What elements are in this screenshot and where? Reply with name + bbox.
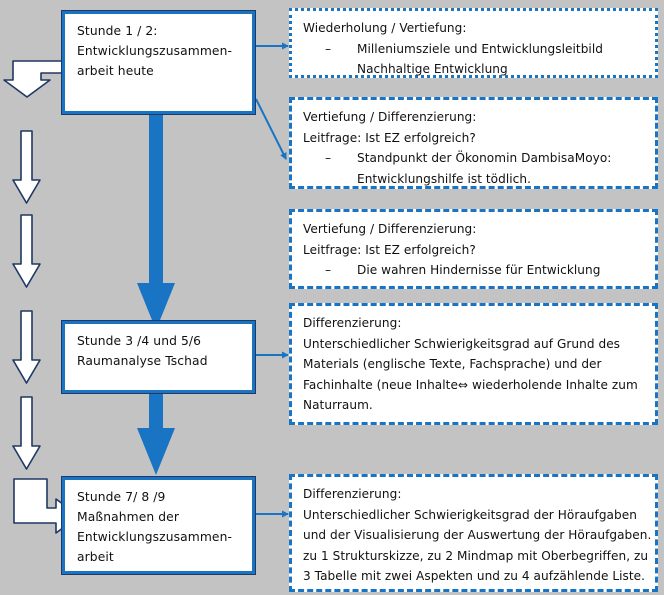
note-heading: Differenzierung: <box>303 316 402 330</box>
outline-arrow-down-2 <box>12 214 41 288</box>
note-heading: Vertiefung / Differenzierung: <box>303 222 477 236</box>
note-heading: Differenzierung: <box>303 487 402 501</box>
lesson-7-9-line-2: Maßnahmen der <box>77 509 179 524</box>
outline-arrow-down-4 <box>12 396 41 470</box>
thick-arrow-2-to-3 <box>137 394 175 475</box>
note-body-line-1: Unterschiedlicher Schwierigkeitsgrad auf… <box>303 336 621 351</box>
lesson-7-9-line-3: Entwicklungszusammen- <box>77 529 233 544</box>
note-bullet-continuation: Nachhaltige Entwicklung <box>357 62 508 77</box>
lesson-box-3-6[interactable]: Stunde 3 /4 und 5/6 Raumanalyse Tschad <box>61 320 256 394</box>
note-bullet-continuation: Entwicklungshilfe ist tödlich. <box>357 171 531 186</box>
thin-arrow-1b <box>255 98 287 160</box>
note-bullet-row: – Standpunkt der Ökonomin DambisaMoyo: <box>303 148 645 169</box>
note-box-differenzierung-material[interactable]: Differenzierung: Unterschiedlicher Schwi… <box>289 303 658 425</box>
note-subheading: Leitfrage: Ist EZ erfolgreich? <box>303 130 476 145</box>
bullet-dash-icon: – <box>325 41 332 56</box>
note-body-line-2: und der Visualisierung der Auswertung de… <box>303 528 652 543</box>
note-bullet-text: Die wahren Hindernisse für Entwicklung <box>357 263 601 278</box>
bullet-dash-icon: – <box>325 263 332 278</box>
note-box-vertiefung-hindernisse[interactable]: Vertiefung / Differenzierung: Leitfrage:… <box>289 209 658 289</box>
lesson-3-6-line-1: Stunde 3 /4 und 5/6 <box>77 334 202 348</box>
lesson-7-9-line-1: Stunde 7/ 8 /9 <box>77 490 166 504</box>
lesson-box-7-9[interactable]: Stunde 7/ 8 /9 Maßnahmen der Entwicklung… <box>61 476 256 575</box>
lesson-1-2-line-1: Stunde 1 / 2: <box>77 24 158 38</box>
lesson-1-2-line-2: Entwicklungszusammen- <box>77 43 233 58</box>
note-box-vertiefung-moyo[interactable]: Vertiefung / Differenzierung: Leitfrage:… <box>289 97 658 189</box>
note-bullet-row: – Die wahren Hindernisse für Entwicklung <box>303 260 645 281</box>
note-box-differenzierung-hoeraufgaben[interactable]: Differenzierung: Unterschiedlicher Schwi… <box>289 474 658 592</box>
note-body-line-2: Materials (englische Texte, Fachsprache)… <box>303 357 602 372</box>
elbow-arrow-down-top <box>3 60 64 98</box>
note-body-line-3: Fachinhalte (neue Inhalte⇔ wiederholende… <box>303 377 638 392</box>
note-heading: Vertiefung / Differenzierung: <box>303 110 477 124</box>
outline-arrow-down-1 <box>12 130 41 204</box>
thick-arrow-1-to-2 <box>137 114 175 330</box>
lesson-1-2-line-3: arbeit heute <box>77 63 154 78</box>
note-body-line-1: Unterschiedlicher Schwierigkeitsgrad der… <box>303 507 637 522</box>
note-subheading: Leitfrage: Ist EZ erfolgreich? <box>303 242 476 257</box>
lesson-7-9-line-4: arbeit <box>77 549 114 564</box>
note-heading: Wiederholung / Vertiefung: <box>303 21 467 35</box>
note-bullet-text: Milleniumsziele und Entwicklungsleitbild <box>357 41 603 56</box>
lesson-box-1-2[interactable]: Stunde 1 / 2: Entwicklungszusammen- arbe… <box>61 10 256 115</box>
note-box-wiederholung[interactable]: Wiederholung / Vertiefung: – Milleniumsz… <box>289 8 658 78</box>
outline-arrow-down-3 <box>12 310 41 384</box>
note-body-line-4: Naturraum. <box>303 398 373 413</box>
note-body-line-4: 3 Tabelle mit zwei Aspekten und zu 4 auf… <box>303 569 646 584</box>
lesson-3-6-line-2: Raumanalyse Tschad <box>77 353 208 368</box>
note-bullet-text: Standpunkt der Ökonomin DambisaMoyo: <box>357 151 612 166</box>
note-bullet-row: – Milleniumsziele und Entwicklungsleitbi… <box>303 39 645 60</box>
bullet-dash-icon: – <box>325 151 332 166</box>
note-body-line-3: zu 1 Strukturskizze, zu 2 Mindmap mit Ob… <box>303 548 649 563</box>
